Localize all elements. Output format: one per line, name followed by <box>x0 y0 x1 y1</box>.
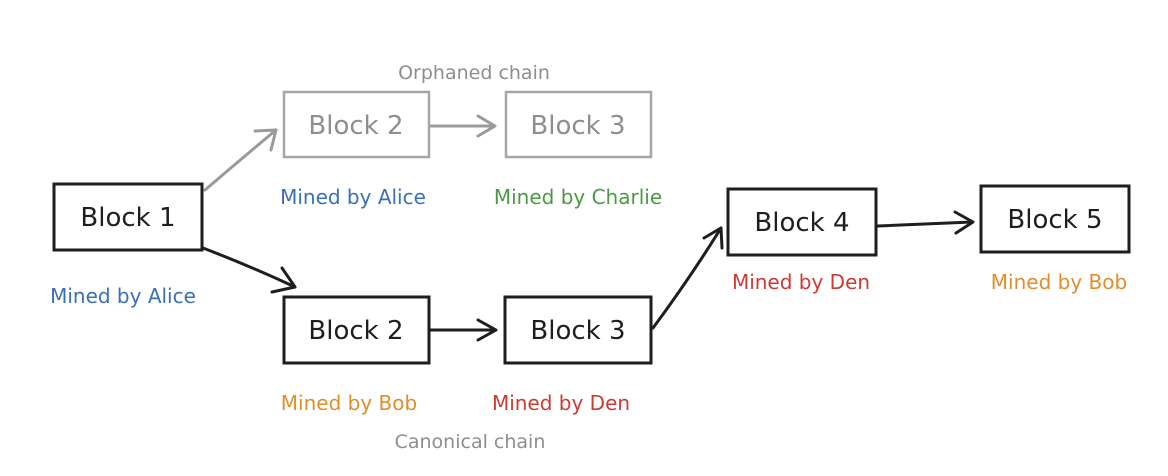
canon-block-3-miner: Mined by Den <box>492 391 630 415</box>
arrows <box>201 114 975 342</box>
canon-block-2-miner: Mined by Bob <box>281 391 417 415</box>
canon-block-2-label: Block 2 <box>308 316 403 346</box>
arrow-canon-block3-to-block4 <box>651 226 724 330</box>
block-4-label: Block 4 <box>754 208 849 238</box>
orphan-block-3: Block 3 <box>504 90 653 159</box>
orphan-block-3-label: Block 3 <box>530 111 625 141</box>
arrow-block1-to-orphan-block2 <box>203 128 278 192</box>
canonical-chain-label: Canonical chain <box>395 431 546 453</box>
canon-block-3-label: Block 3 <box>530 316 625 346</box>
block-4-miner: Mined by Den <box>732 270 870 294</box>
block-1-miner: Mined by Alice <box>50 284 196 308</box>
orphan-block-2-label: Block 2 <box>308 111 403 141</box>
block-5: Block 5 <box>979 184 1131 254</box>
orphan-block-2: Block 2 <box>282 90 431 159</box>
block-1: Block 1 <box>52 182 204 252</box>
orphaned-chain-label: Orphaned chain <box>398 62 550 84</box>
block-1-label: Block 1 <box>80 203 175 233</box>
block-5-miner: Mined by Bob <box>991 270 1127 294</box>
arrow-block4-to-block5 <box>876 210 975 235</box>
canon-block-2: Block 2 <box>282 295 431 365</box>
orphan-block-3-miner: Mined by Charlie <box>494 185 662 209</box>
orphan-block-2-miner: Mined by Alice <box>280 185 426 209</box>
arrow-canon-block2-to-canon-block3 <box>428 318 498 342</box>
block-5-label: Block 5 <box>1007 205 1102 235</box>
block-4: Block 4 <box>726 187 878 257</box>
arrow-block1-to-canon-block2 <box>201 246 297 294</box>
arrow-orphan-block2-to-orphan-block3 <box>428 114 497 138</box>
canon-block-3: Block 3 <box>503 295 653 365</box>
